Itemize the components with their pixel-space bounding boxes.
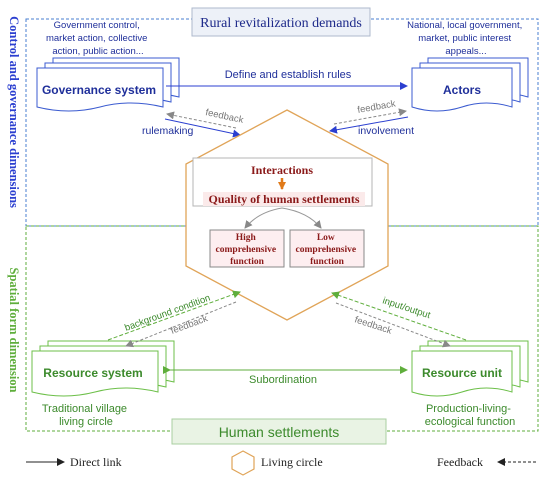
subordination-label: Subordination (249, 374, 317, 386)
resource-system-box (31, 340, 175, 397)
governance-system-label: Governance system (42, 83, 156, 97)
involvement-arrow (329, 116, 409, 134)
governance-system-box (36, 57, 180, 112)
interactions-label: Interactions (251, 163, 313, 177)
resource-unit-label: Resource unit (422, 366, 502, 380)
right-feedback-arrow (333, 108, 407, 125)
rulemaking-arrow (164, 118, 241, 138)
bottom-title-text: Human settlements (219, 424, 340, 440)
low-branch-arrow (281, 207, 322, 229)
background-condition-arrow (107, 290, 241, 341)
input-output-label: input/output (381, 295, 432, 321)
lower-right-feedback-label: feedback (353, 314, 393, 336)
resource-unit-box (411, 340, 529, 397)
lower-right-feedback-arrow (335, 302, 451, 348)
title-text: Rural revitalization demands (200, 16, 362, 31)
title-box (191, 7, 371, 37)
rulemaking-label: rulemaking (142, 125, 194, 137)
legend-living-circle-label: Living circle (261, 455, 323, 469)
quality-highlight (203, 192, 365, 206)
bottom-title-box (171, 418, 387, 445)
high-function-label: High comprehensive function (216, 233, 279, 267)
actors-label: Actors (443, 83, 481, 97)
background-condition-label: background condition (123, 293, 212, 334)
lower-left-feedback-label: feedback (169, 313, 209, 337)
low-function-box (289, 229, 365, 268)
low-function-label: Low comprehensive function (296, 233, 359, 267)
legend-feedback-label: Feedback (437, 455, 483, 469)
actors-box (411, 57, 529, 112)
high-branch-arrow (244, 207, 283, 229)
legend-direct-link-label: Direct link (70, 455, 122, 469)
quality-label: Quality of human settlements (209, 192, 360, 206)
spatial-dimension-label: Spatial form dimension (7, 267, 21, 392)
actors-note: National, local government, market, publ… (407, 20, 525, 57)
resource-unit-note: Production-living- ecological function (425, 403, 516, 428)
governance-note: Government control, market action, colle… (46, 20, 150, 57)
high-function-box (209, 229, 285, 268)
governance-dimension-label: Control and governance dimensions (7, 16, 21, 208)
legend-hexagon-icon (231, 450, 255, 476)
resource-system-label: Resource system (43, 366, 142, 380)
resource-system-note: Traditional village living circle (42, 403, 130, 428)
living-circle-hexagon (185, 109, 389, 321)
define-rules-label: Define and establish rules (225, 69, 352, 81)
involvement-label: involvement (358, 125, 414, 137)
left-feedback-arrow (166, 111, 237, 129)
